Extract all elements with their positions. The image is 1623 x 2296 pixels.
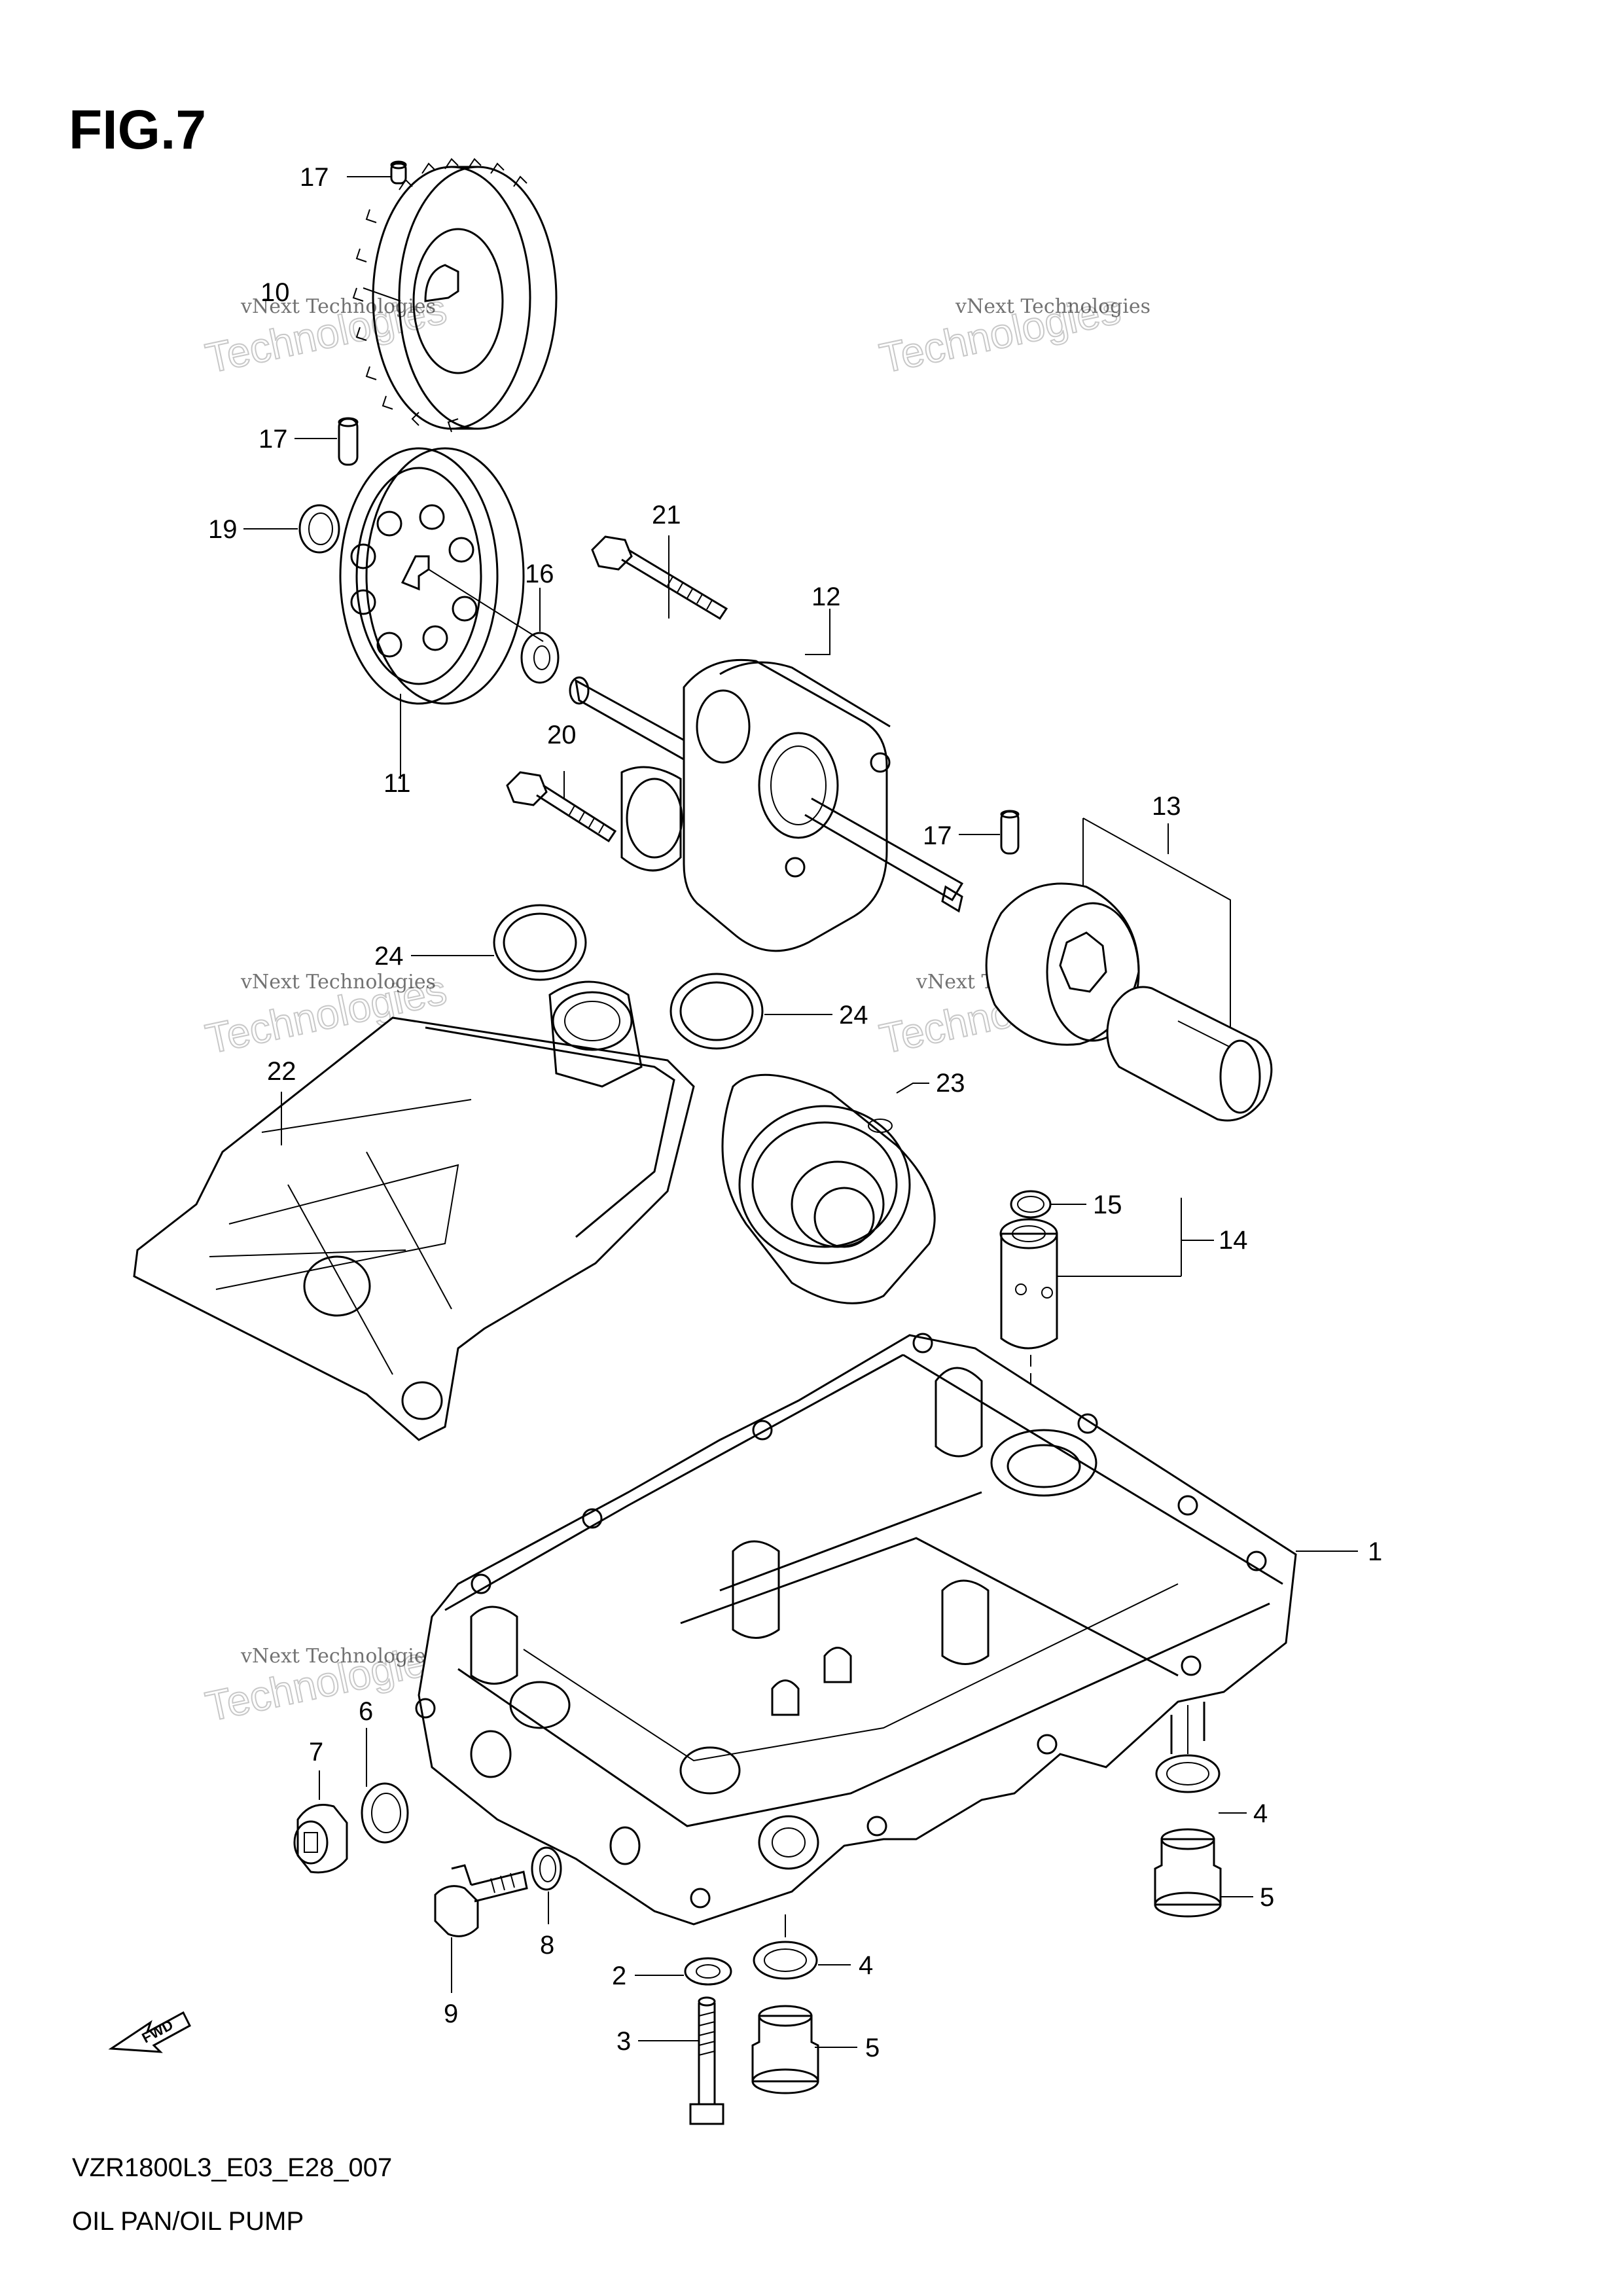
- part-12-oil-pump: [569, 658, 964, 952]
- watermark-text: vNext Technologies: [240, 1645, 436, 1668]
- callout-5-lower: 5: [865, 2034, 880, 2062]
- part-5-drain-plug-right: [1154, 1828, 1222, 1918]
- callout-13: 13: [1152, 792, 1181, 821]
- watermark-text: vNext Technologies: [955, 295, 1150, 318]
- part-17-dowel-pin-lower: [1000, 810, 1020, 855]
- callout-2: 2: [612, 1962, 626, 1990]
- part-23-oil-strainer: [721, 1073, 936, 1304]
- part-24-o-ring-right: [669, 973, 764, 1050]
- part-22-baffle-plate: [133, 980, 695, 1441]
- diagram-code: VZR1800L3_E03_E28_007: [72, 2153, 393, 2182]
- callout-7: 7: [309, 1738, 323, 1767]
- callout-22: 22: [267, 1057, 296, 1086]
- diagram-caption: OIL PAN/OIL PUMP: [72, 2207, 304, 2236]
- part-17-dowel-pin-upper: [338, 417, 359, 466]
- figure-title: FIG.7: [69, 99, 207, 160]
- callout-18: 20: [547, 721, 577, 749]
- callout-17-lower: 17: [923, 821, 952, 850]
- callout-11: 11: [383, 769, 411, 798]
- callout-4-right: 4: [1253, 1799, 1268, 1828]
- callout-15: 15: [1093, 1191, 1122, 1219]
- part-9-bolt: [434, 1864, 528, 1937]
- watermark-text: vNext Technologies: [240, 971, 436, 994]
- part-18-bolt: [506, 771, 617, 843]
- callout-6: 6: [359, 1697, 373, 1726]
- part-1-oil-pan: [415, 1333, 1297, 1926]
- fwd-arrow-icon: FWD: [108, 2011, 191, 2053]
- part-19-bolt: [591, 535, 728, 620]
- part-20-dowel-pin: [390, 160, 407, 185]
- part-13-rotor-set: [985, 817, 1273, 1122]
- callout-21: 19: [208, 515, 238, 544]
- part-4-gasket-lower: [753, 1941, 818, 1980]
- callout-12: 12: [812, 583, 841, 611]
- part-2-washer: [684, 1957, 732, 1986]
- callout-19: 21: [652, 501, 681, 529]
- callout-8: 8: [540, 1931, 554, 1960]
- callout-24-right: 24: [839, 1001, 868, 1030]
- callout-4-lower: 4: [859, 1951, 873, 1980]
- callout-17-upper: 17: [259, 425, 288, 454]
- callout-1: 1: [1368, 1537, 1382, 1566]
- part-5-drain-plug-lower: [751, 2005, 819, 2094]
- callout-3: 3: [616, 2027, 631, 2056]
- callout-24-left: 24: [374, 942, 404, 971]
- part-24-o-ring-left: [493, 904, 587, 981]
- callout-23: 23: [936, 1069, 965, 1098]
- part-6-gasket: [361, 1782, 409, 1844]
- callout-9: 9: [444, 2000, 458, 2028]
- part-16-washer: [520, 632, 560, 684]
- callout-20: 17: [300, 163, 329, 192]
- callout-10: 10: [260, 278, 290, 307]
- part-7-plug: [293, 1804, 348, 1874]
- part-21-circlip: [298, 504, 340, 554]
- callout-14: 14: [1219, 1226, 1248, 1255]
- part-10-driven-gear: [352, 158, 558, 433]
- part-3-bolt: [689, 1996, 724, 2125]
- leader-lines: [243, 176, 1358, 2048]
- part-4-gasket-right: [1155, 1754, 1221, 1793]
- part-8-washer: [531, 1846, 562, 1891]
- callout-16: 16: [525, 560, 554, 588]
- watermark-text: vNext Technologies: [240, 295, 436, 318]
- callout-labels: 17 10 17 19 21 16 12 11 20 17 13 24 24 2…: [208, 163, 1382, 2062]
- part-15-o-ring: [1010, 1190, 1052, 1219]
- callout-5-right: 5: [1260, 1883, 1274, 1912]
- part-11-pump-drive-gear: [339, 447, 544, 705]
